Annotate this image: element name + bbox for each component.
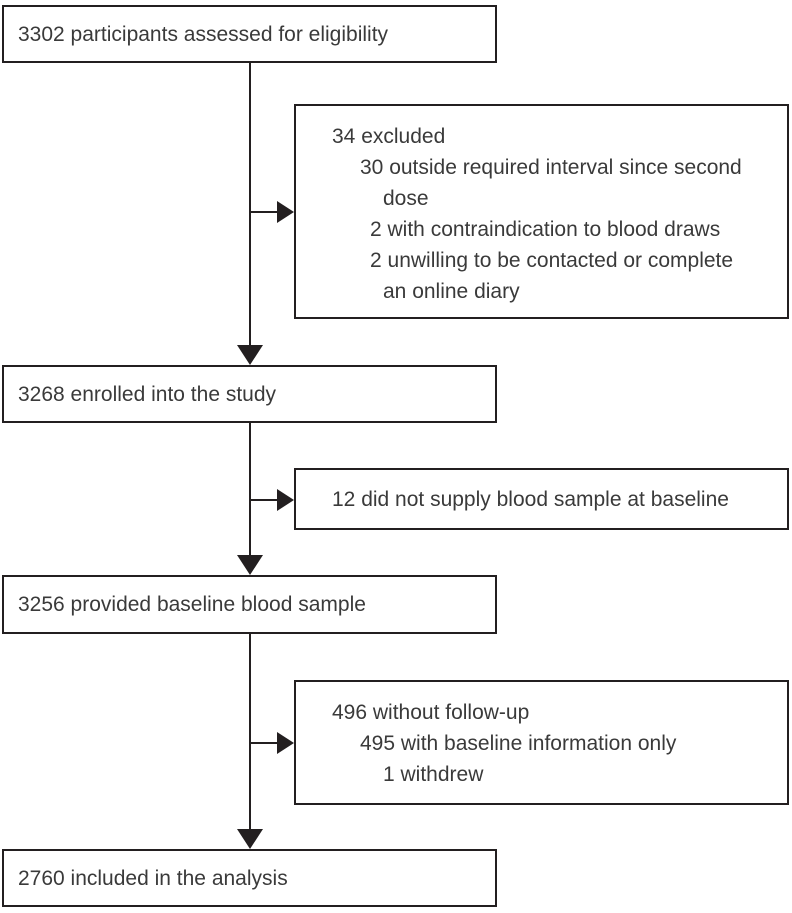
flow-box-text-line: 495 with baseline information only (360, 732, 677, 755)
arrow-right-icon (277, 489, 294, 511)
flow-box-enrolled: 3268 enrolled into the study (2, 365, 497, 423)
arrow-right-icon (277, 201, 294, 223)
connector-line-vertical-3 (249, 634, 251, 831)
flow-box-text-line: 34 excluded (332, 125, 446, 148)
flow-box-included-in-analysis: 2760 included in the analysis (2, 849, 497, 907)
connector-line-branch-2 (250, 499, 278, 501)
connector-line-branch-3 (250, 742, 278, 744)
connector-line-vertical-2 (249, 423, 251, 557)
flow-box-text-line: 3268 enrolled into the study (18, 382, 277, 406)
flow-box-text-line: 2 unwilling to be contacted or complete (370, 249, 734, 272)
flow-box-text-line: 2 with contraindication to blood draws (370, 218, 721, 241)
flow-box-text-line: 3302 participants assessed for eligibili… (18, 22, 389, 46)
arrow-down-icon (237, 829, 263, 849)
flow-box-text-line: 30 outside required interval since secon… (360, 156, 742, 179)
flow-box-text-line: dose (383, 187, 429, 210)
flow-box-text-line: 1 withdrew (383, 763, 484, 786)
connector-line-branch-1 (250, 211, 278, 213)
flow-box-baseline-blood-sample: 3256 provided baseline blood sample (2, 575, 497, 634)
flow-box-no-blood-sample: 12 did not supply blood sample at baseli… (294, 468, 789, 530)
flow-box-excluded: 34 excluded 30 outside required interval … (294, 104, 789, 319)
arrow-down-icon (237, 345, 263, 365)
arrow-down-icon (237, 555, 263, 575)
flow-box-text-line: 12 did not supply blood sample at baseli… (332, 487, 729, 511)
flow-box-text-line: 3256 provided baseline blood sample (18, 593, 366, 616)
connector-line-vertical-1 (249, 63, 251, 347)
flow-box-without-followup: 496 without follow-up 495 with baseline i… (294, 680, 789, 805)
flow-box-text-line: an online diary (383, 280, 520, 303)
flow-box-assessed-for-eligibility: 3302 participants assessed for eligibili… (2, 5, 497, 63)
arrow-right-icon (277, 732, 294, 754)
flow-box-text-line: 2760 included in the analysis (18, 866, 288, 890)
flow-box-text-line: 496 without follow-up (332, 701, 530, 724)
